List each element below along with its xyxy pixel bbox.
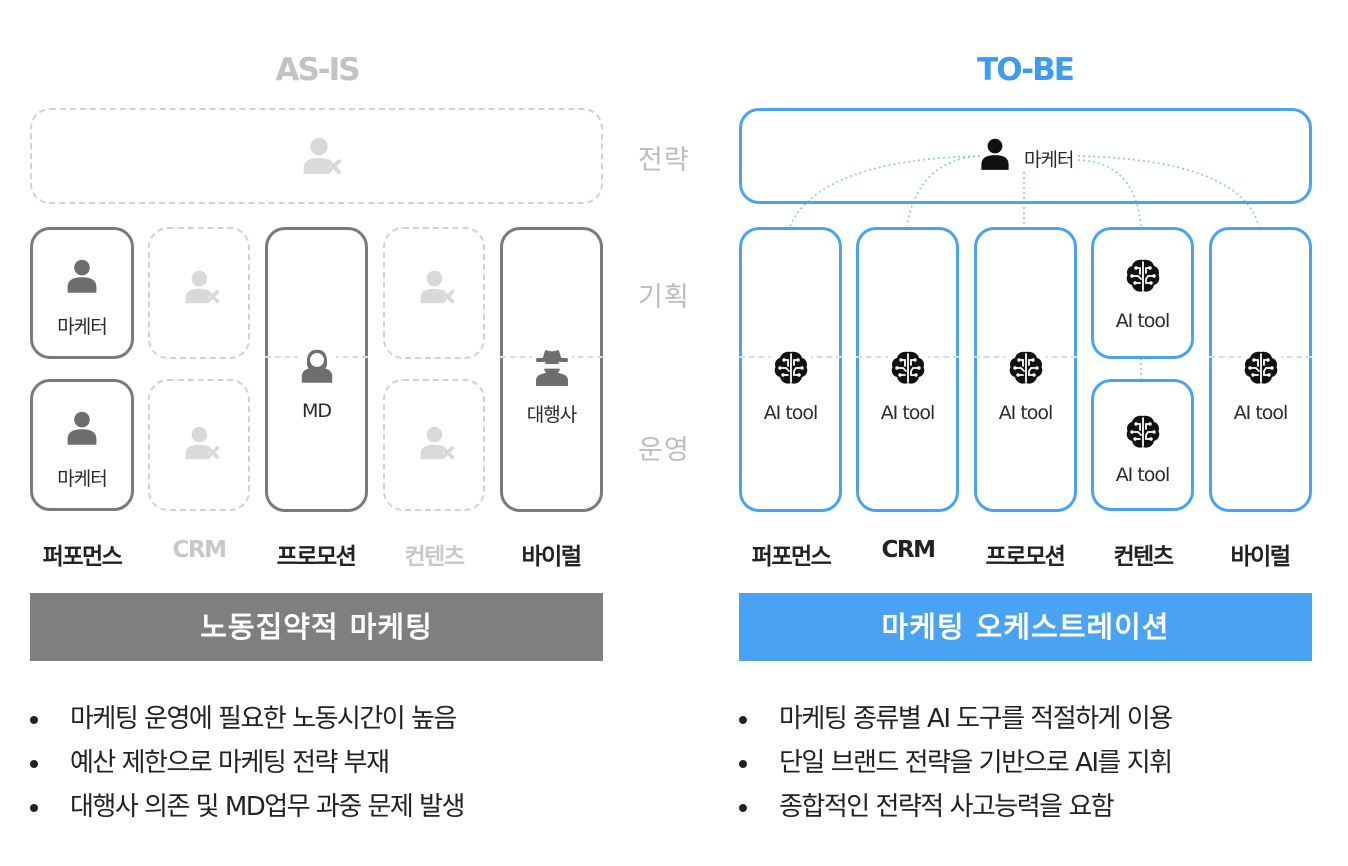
list-item: 마케팅 종류별 AI 도구를 적절하게 이용 [733, 697, 1173, 741]
person-icon [978, 137, 1012, 171]
bullet-dot [739, 716, 747, 724]
to-be-title: TO-BE [977, 52, 1075, 88]
list-item: 마케팅 운영에 필요한 노동시간이 높음 [24, 697, 464, 741]
bullet-text: 마케팅 운영에 필요한 노동시간이 높음 [70, 704, 457, 734]
as-is-banner: 노동집약적 마케팅 [30, 593, 603, 661]
to-be-crm-ai: AI tool [856, 227, 959, 512]
tool-label: AI tool [763, 402, 819, 424]
bullet-dot [739, 804, 747, 812]
row-label-planning: 기획 [638, 282, 690, 313]
tool-label: AI tool [998, 402, 1054, 424]
list-item: 대행사 의존 및 MD업무 과중 문제 발생 [24, 785, 465, 829]
row-label-operation: 운영 [638, 435, 690, 466]
box-label: 마케터 [57, 468, 107, 490]
to-be-category-performance: 퍼포먼스 [751, 544, 832, 570]
to-be-contents-planning-ai: AI tool [1091, 227, 1194, 359]
as-is-strategy-empty [30, 108, 603, 204]
to-be-category-crm: CRM [881, 537, 936, 563]
to-be-viral-ai: AI tool [1209, 227, 1312, 512]
row-label-strategy: 전략 [638, 145, 690, 176]
bullet-dot [30, 716, 38, 724]
brain-circuit-icon [1240, 348, 1281, 388]
tool-label: AI tool [1115, 310, 1171, 332]
as-is-performance-operation: 마케터 [30, 379, 134, 511]
as-is-category-promotion: 프로모션 [276, 544, 357, 570]
as-is-performance-planning: 마케터 [30, 227, 134, 359]
as-is-crm-planning-empty [148, 227, 250, 359]
bullet-text: 종합적인 전략적 사고능력을 요함 [779, 792, 1115, 822]
bullet-text: 단일 브랜드 전략을 기반으로 AI를 지휘 [779, 748, 1173, 778]
to-be-category-viral: 바이럴 [1230, 544, 1291, 570]
as-is-crm-operation-empty [148, 379, 250, 511]
brain-circuit-icon [1005, 348, 1046, 388]
tool-label: AI tool [1115, 464, 1171, 486]
bullet-text: 마케팅 종류별 AI 도구를 적절하게 이용 [779, 704, 1173, 734]
as-is-category-crm: CRM [172, 537, 227, 563]
md-person-icon [297, 346, 336, 384]
to-be-bullet-list: 마케팅 종류별 AI 도구를 적절하게 이용 단일 브랜드 전략을 기반으로 A… [733, 697, 1173, 829]
list-item: 종합적인 전략적 사고능력을 요함 [733, 785, 1172, 829]
bullet-text: 예산 제한으로 마케팅 전략 부재 [70, 748, 390, 778]
to-be-category-promotion: 프로모션 [985, 544, 1066, 570]
brain-circuit-icon [1123, 412, 1163, 452]
list-item: 단일 브랜드 전략을 기반으로 AI를 지휘 [733, 741, 1173, 785]
as-is-title: AS-IS [275, 52, 360, 88]
as-is-category-contents: 컨텐츠 [404, 544, 465, 570]
to-be-performance-ai: AI tool [739, 227, 842, 512]
as-is-promotion-md: MD [265, 227, 368, 512]
as-is-bullet-list: 마케팅 운영에 필요한 노동시간이 높음 예산 제한으로 마케팅 전략 부재 대… [24, 697, 465, 829]
as-is-contents-operation-empty [383, 379, 485, 511]
to-be-banner: 마케팅 오케스트레이션 [739, 593, 1312, 661]
brain-circuit-icon [770, 348, 811, 388]
box-label: 대행사 [526, 404, 577, 426]
to-be-category-contents: 컨텐츠 [1113, 544, 1174, 570]
to-be-strategy-marketer: 마케터 [739, 108, 1312, 204]
as-is-category-performance: 퍼포먼스 [42, 544, 123, 570]
spy-agent-icon [531, 346, 572, 386]
as-is-category-viral: 바이럴 [521, 544, 582, 570]
box-label: MD [301, 400, 332, 422]
brain-circuit-icon [1123, 256, 1163, 296]
to-be-promotion-ai: AI tool [974, 227, 1077, 512]
as-is-viral-agency: 대행사 [500, 227, 603, 512]
bullet-text: 대행사 의존 및 MD업무 과중 문제 발생 [70, 792, 465, 822]
to-be-contents-operation-ai: AI tool [1091, 379, 1194, 511]
tool-label: AI tool [1233, 402, 1289, 424]
list-item: 예산 제한으로 마케팅 전략 부재 [24, 741, 464, 785]
bullet-dot [30, 760, 38, 768]
tool-label: AI tool [880, 402, 936, 424]
bullet-dot [739, 760, 747, 768]
strategy-label: 마케터 [1024, 149, 1074, 171]
box-label: 마케터 [57, 316, 107, 338]
brain-circuit-icon [887, 348, 928, 388]
bullet-dot [30, 804, 38, 812]
as-is-contents-planning-empty [383, 227, 485, 359]
